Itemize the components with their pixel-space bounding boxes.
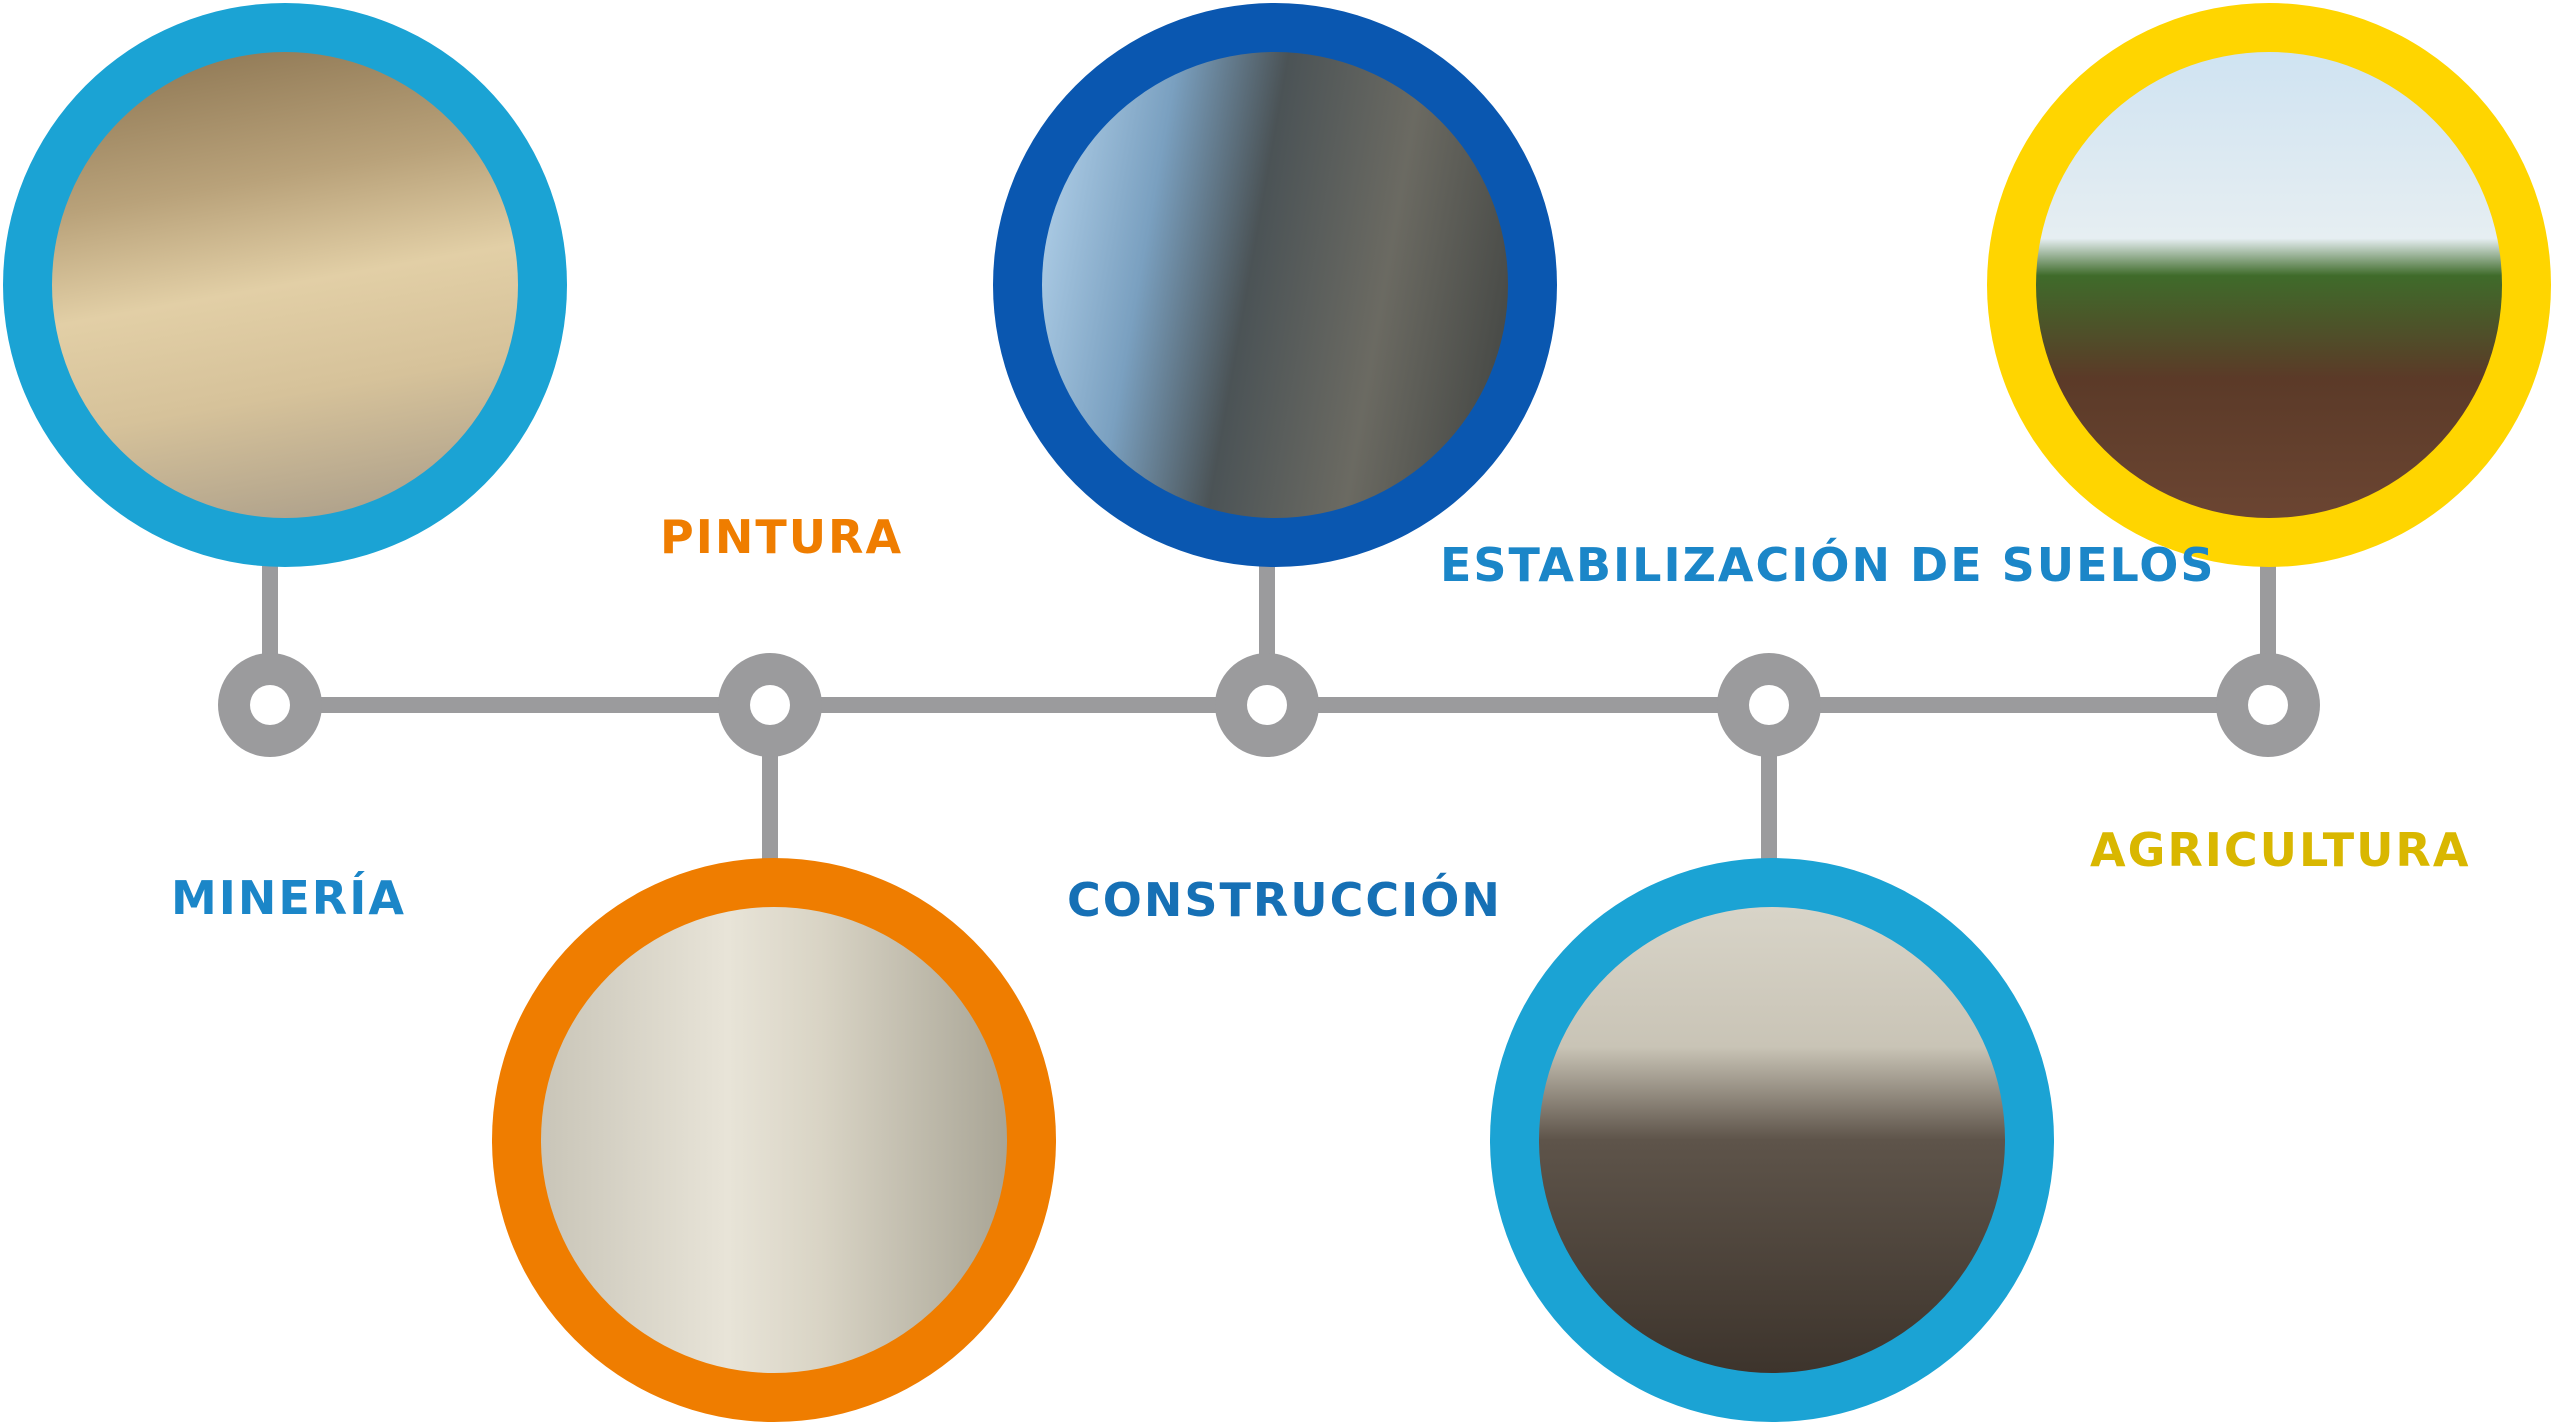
timeline-node-construccion (1215, 653, 1319, 757)
circle-pintura (492, 858, 1056, 1422)
circle-mineria (3, 3, 567, 567)
label-agricultura: AGRICULTURA (2090, 823, 2471, 877)
timeline-node-agricultura (2216, 653, 2320, 757)
label-pintura: PINTURA (660, 510, 904, 564)
soil-watering-truck-photo (1539, 907, 2005, 1373)
label-construccion: CONSTRUCCIÓN (1067, 873, 1502, 927)
water-treatment-tank-photo (1042, 52, 1508, 518)
label-estabilizacion: ESTABILIZACIÓN DE SUELOS (1440, 538, 2216, 592)
painter-on-wall-photo (541, 907, 1007, 1373)
circle-construccion (993, 3, 1557, 567)
harvester-field-photo (2036, 52, 2502, 518)
timeline-node-mineria (218, 653, 322, 757)
timeline-node-pintura (718, 653, 822, 757)
circle-estabilizacion (1490, 858, 2054, 1422)
circle-agricultura (1987, 3, 2551, 567)
mining-quarry-photo (52, 52, 518, 518)
timeline-node-estabilizacion (1717, 653, 1821, 757)
label-mineria: MINERÍA (171, 871, 406, 925)
